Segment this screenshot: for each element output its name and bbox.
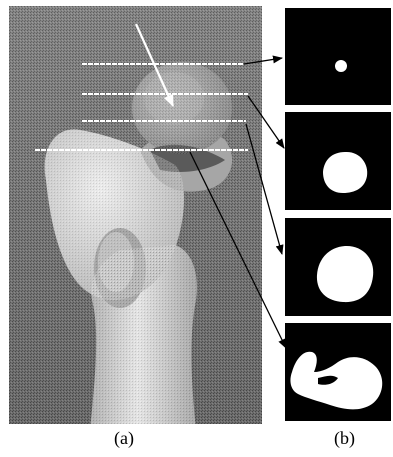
panel-a-bone-image xyxy=(9,6,262,430)
cross-section-3 xyxy=(285,218,391,316)
cross-section-1 xyxy=(285,8,391,105)
panel-a-caption: (a) xyxy=(114,428,134,448)
panel-b-cross-sections xyxy=(285,8,391,421)
cross-section-2-shape xyxy=(323,152,367,193)
cross-section-1-shape xyxy=(335,60,347,72)
cross-section-4 xyxy=(285,323,391,421)
panel-b-caption: (b) xyxy=(334,428,355,448)
cross-section-2 xyxy=(285,112,391,210)
